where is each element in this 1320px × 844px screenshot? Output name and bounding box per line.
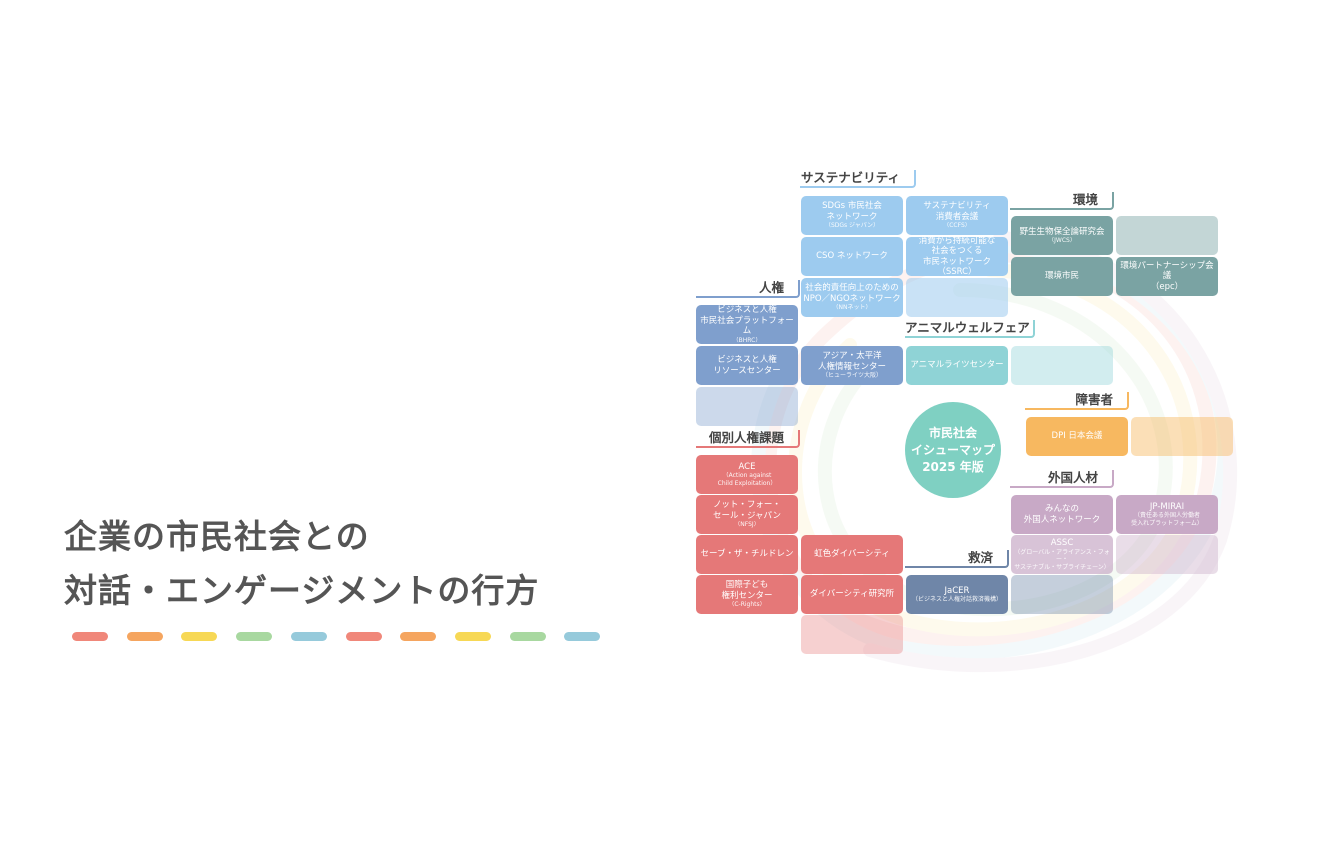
cell-label: セーブ・ザ・チルドレン [700,549,794,560]
cell-environment-empty [1116,216,1218,255]
dash-segment [454,632,491,641]
dash-segment [290,632,327,641]
header-animal-welfare: アニマルウェルフェア [905,320,1035,338]
cell-ace[interactable]: ACE（Action against Child Exploitation） [696,455,798,494]
dash-segment [236,632,273,641]
cell-dpi-japan[interactable]: DPI 日本会議 [1026,417,1128,456]
cell-sublabel: （ヒューライツ大阪） [821,372,882,380]
cell-ccfs[interactable]: サステナビリティ 消費者会議（CCFS） [906,196,1008,235]
header-sustainability: サステナビリティ [800,170,916,188]
header-individual-rights: 個別人権課題 [696,430,800,448]
dash-segment [126,632,163,641]
cell-label: ノット・フォー・ セール・ジャパン [712,500,781,521]
cell-sublabel: （C-Rights） [728,601,766,609]
header-human-rights: 人権 [696,280,800,298]
cell-sublabel: （NNネット） [832,304,872,312]
cell-assc[interactable]: ASSC（グローバル・アライアンス・フォー・ サステナブル・サプライチェーン） [1011,535,1113,574]
dash-segment [400,632,437,641]
cell-niji-diversity[interactable]: 虹色ダイバーシティ [801,535,903,574]
cell-label: サステナビリティ 消費者会議 [923,201,991,222]
header-environment: 環境 [1010,192,1114,210]
page-title: 企業の市民社会との 対話・エンゲージメントの行方 [64,510,539,618]
cell-label: 環境市民 [1044,271,1079,282]
cell-nfsj[interactable]: ノット・フォー・ セール・ジャパン（NFSJ） [696,495,798,534]
page-title-line-2: 対話・エンゲージメントの行方 [64,571,540,610]
cell-foreign-workers-empty [1116,535,1218,574]
cell-sublabel: （CCFS） [943,222,971,230]
cell-human-rights-empty [696,387,798,426]
cell-nn-net[interactable]: 社会的責任向上のための NPO／NGOネットワーク（NNネット） [801,278,903,317]
cell-label: ダイバーシティ研究所 [809,589,895,600]
cell-label: 消費から持続可能な 社会をつくる 市民ネットワーク（SSRC） [918,237,996,276]
cell-ssrc[interactable]: 消費から持続可能な 社会をつくる 市民ネットワーク（SSRC） [906,237,1008,276]
dash-segment [72,632,108,641]
cell-label: ビジネスと人権 市民社会プラットフォーム [700,305,794,336]
cell-label: CSO ネットワーク [816,251,888,262]
cell-animal-rights-center[interactable]: アニマルライツセンター [906,346,1008,385]
cell-relief-empty [1011,575,1113,614]
cell-epc[interactable]: 環境パートナーシップ会議 （epc） [1116,257,1218,296]
cell-label: ASSC [1050,538,1074,548]
cell-label: 虹色ダイバーシティ [814,549,890,560]
dash-segment [564,632,601,641]
cell-label: DPI 日本会議 [1051,431,1103,442]
cell-individual-rights-empty [801,615,903,654]
cell-sdgs-japan[interactable]: SDGs 市民社会 ネットワーク（SDGs ジャパン） [801,196,903,235]
cell-label: アジア・太平洋 人権情報センター [817,351,886,372]
cell-minna-network[interactable]: みんなの 外国人ネットワーク [1011,495,1113,534]
cell-label: SDGs 市民社会 ネットワーク [822,201,882,222]
cell-label: みんなの 外国人ネットワーク [1023,504,1101,525]
cell-sublabel: （BHRC） [732,336,762,344]
cell-label: ACE [738,461,756,472]
cell-animal-welfare-empty [1011,346,1113,385]
cell-sublabel: （グローバル・アライアンス・フォー・ サステナブル・サプライチェーン） [1014,548,1110,571]
cell-label: アニマルライツセンター [910,360,1004,371]
cell-sustainability-empty [906,278,1008,317]
dash-segment [509,632,546,641]
cell-label: JaCER [944,585,970,596]
center-badge: 市民社会 イシューマップ 2025 年版 [905,402,1001,498]
page-title-line-1: 企業の市民社会との [64,517,370,556]
cell-sublabel: （責任ある外国人労働者 受入れプラットフォーム） [1131,512,1203,527]
cell-sublabel: （ビジネスと人権対話救済機構） [911,596,1002,603]
cell-sublabel: （JWCS） [1048,237,1076,244]
dash-segment [345,632,382,641]
cell-cso-network[interactable]: CSO ネットワーク [801,237,903,276]
cell-label: 野生生物保全論研究会 [1019,226,1105,237]
cell-save-the-children[interactable]: セーブ・ザ・チルドレン [696,535,798,574]
header-relief: 救済 [905,550,1009,568]
issue-map: サステナビリティ 環境 人権 アニマルウェルフェア 障害者 個別人権課題 外国人… [680,150,1280,690]
cell-bhr-resource-centre[interactable]: ビジネスと人権 リソースセンター [696,346,798,385]
header-disability: 障害者 [1025,392,1129,410]
center-line-1: 市民社会 [928,425,977,440]
cell-label: 環境パートナーシップ会議 （epc） [1120,260,1214,292]
cell-jacer[interactable]: JaCER（ビジネスと人権対話救済機構） [906,575,1008,614]
cell-diversity-institute[interactable]: ダイバーシティ研究所 [801,575,903,614]
cell-label: ビジネスと人権 リソースセンター [713,355,781,376]
cell-jp-mirai[interactable]: JP-MIRAI（責任ある外国人労働者 受入れプラットフォーム） [1116,495,1218,534]
cell-disability-empty [1131,417,1233,456]
cell-sublabel: （SDGs ジャパン） [824,222,880,230]
center-line-2: イシューマップ [910,442,995,457]
cell-label: 社会的責任向上のための NPO／NGOネットワーク [803,283,901,304]
center-line-3: 2025 年版 [922,459,984,474]
cell-hurights-osaka[interactable]: アジア・太平洋 人権情報センター（ヒューライツ大阪） [801,346,903,385]
cell-jwcs[interactable]: 野生生物保全論研究会（JWCS） [1011,216,1113,255]
cell-kankyo-shimin[interactable]: 環境市民 [1011,257,1113,296]
dash-segment [181,632,218,641]
cell-label: JP-MIRAI [1149,501,1185,512]
cell-c-rights[interactable]: 国際子ども 権利センター（C-Rights） [696,575,798,614]
cell-sublabel: （NFSJ） [734,521,760,529]
cell-sublabel: （Action against Child Exploitation） [717,472,777,487]
header-foreign-workers: 外国人材 [1010,470,1114,488]
cell-bhrc[interactable]: ビジネスと人権 市民社会プラットフォーム（BHRC） [696,305,798,344]
cell-label: 国際子ども 権利センター [721,580,773,601]
